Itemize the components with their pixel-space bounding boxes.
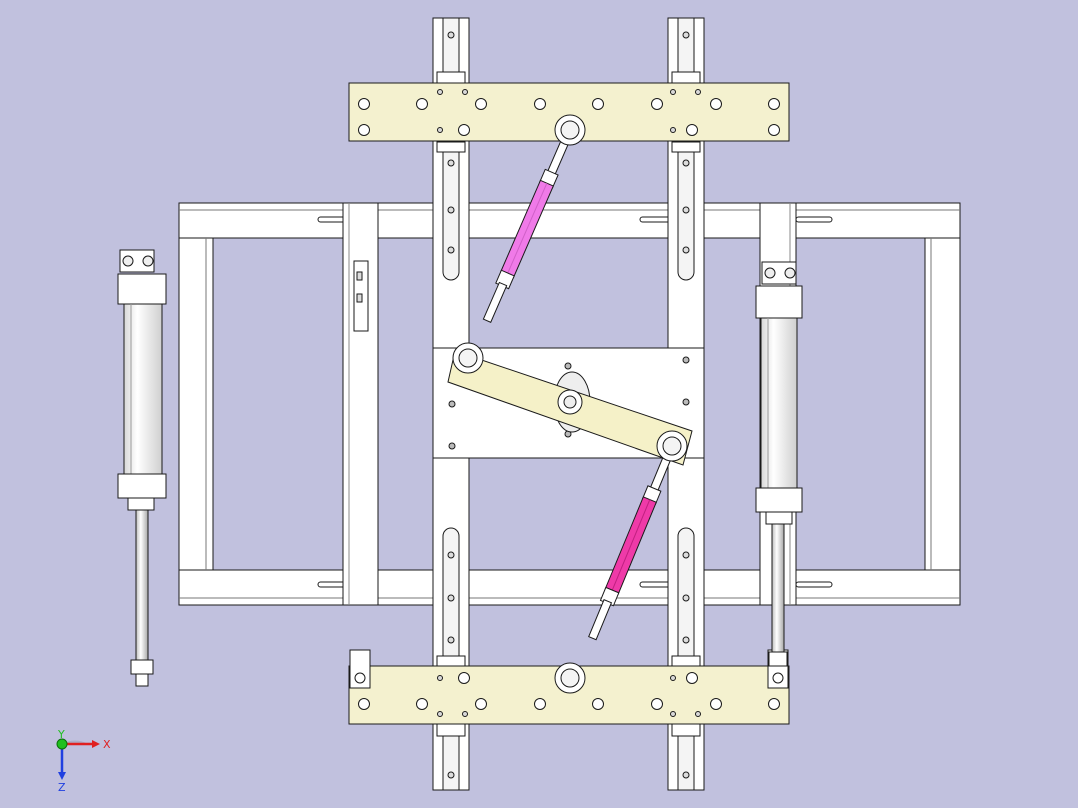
bottom-plate[interactable]: [348, 649, 790, 725]
lower-turnbuckle[interactable]: [554, 430, 688, 694]
frame-bottom-beam[interactable]: [178, 569, 961, 606]
frame-right-post[interactable]: [924, 237, 961, 571]
triad-y-label: Y: [57, 728, 65, 741]
frame-left-post[interactable]: [178, 237, 214, 571]
rail-screws: [447, 31, 690, 779]
triad-x-label: X: [103, 738, 111, 751]
triad-z-label: Z: [58, 781, 66, 794]
rail-carriages[interactable]: [436, 71, 701, 737]
left-cylinder[interactable]: [117, 249, 167, 687]
right-cylinder[interactable]: [755, 261, 803, 667]
rocker-link[interactable]: [447, 350, 693, 466]
left-vertical-bracket[interactable]: [342, 202, 379, 606]
upper-turnbuckle[interactable]: [452, 114, 586, 374]
coordinate-triad-icon: X Y Z: [56, 728, 111, 794]
frame-top-beam[interactable]: [178, 202, 961, 239]
